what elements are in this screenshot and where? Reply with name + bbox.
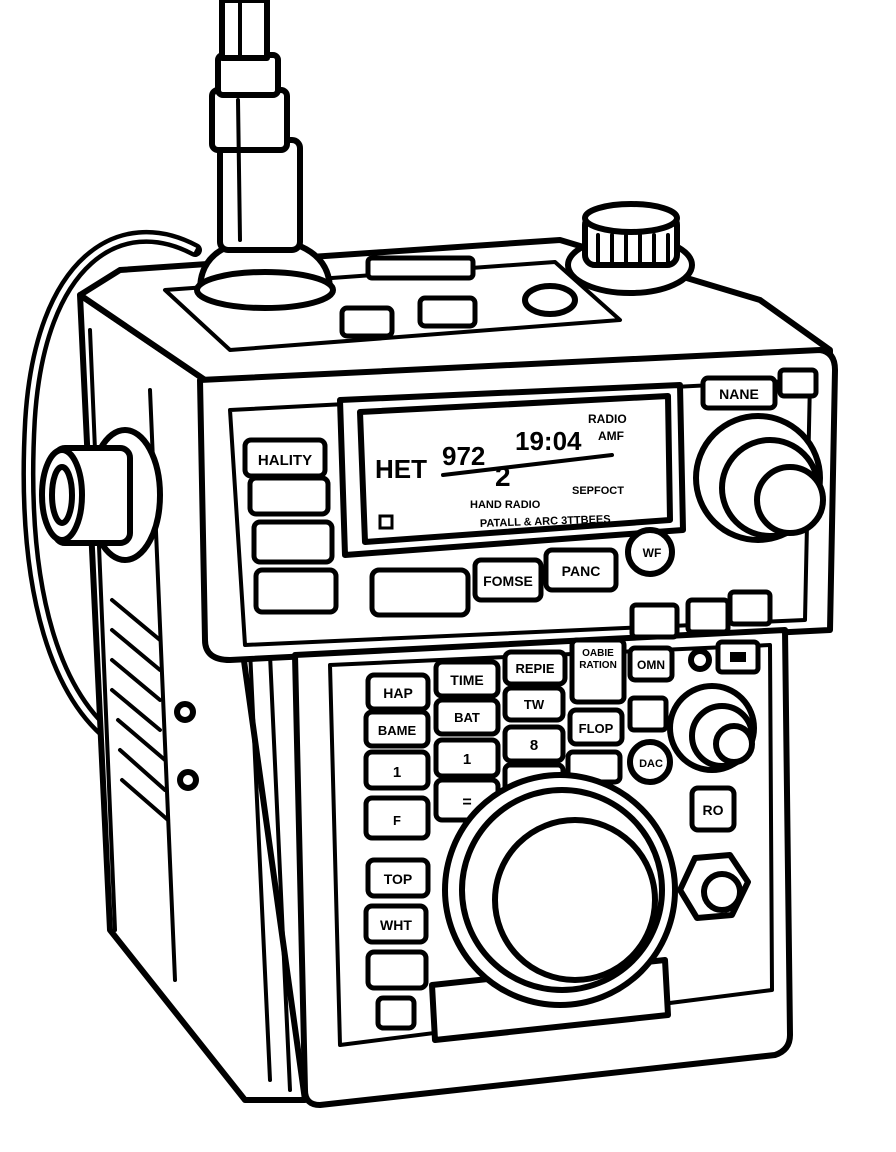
top-button[interactable]	[417, 295, 478, 329]
key-label: BAT	[454, 710, 480, 725]
key-label: TOP	[384, 871, 413, 887]
display-mode-sub: AMF	[598, 429, 624, 443]
display-indicator	[378, 514, 394, 530]
key-f[interactable]	[363, 795, 431, 841]
wf-button[interactable]	[625, 527, 675, 577]
side-knob[interactable]	[39, 427, 163, 563]
top-volume-knob[interactable]	[565, 201, 695, 296]
blank-key[interactable]	[365, 949, 429, 991]
key-label: TIME	[450, 672, 483, 688]
display-channel: 2	[495, 461, 511, 492]
display-frequency: 972	[442, 441, 485, 471]
key-label: 8	[530, 737, 538, 754]
key-label: F	[393, 813, 401, 828]
display-line1-left: HAND RADIO	[470, 499, 541, 511]
key-tw[interactable]	[502, 685, 566, 723]
key-1[interactable]	[363, 749, 431, 791]
key-time[interactable]	[433, 659, 501, 699]
hality-label: HALITY	[258, 452, 312, 469]
display-band: RADIO	[588, 412, 627, 426]
key-label-line: OABIE	[582, 648, 614, 659]
key-label: BAME	[378, 723, 417, 738]
key-bat[interactable]	[433, 697, 501, 737]
key-omn[interactable]	[627, 645, 675, 683]
ro-button[interactable]	[689, 785, 737, 833]
key-label: FLOP	[579, 721, 614, 736]
key-oabie-ration[interactable]	[569, 637, 627, 705]
key-flop[interactable]	[567, 707, 625, 747]
top-small-knob[interactable]	[522, 283, 578, 317]
squelch-knob[interactable]	[667, 683, 757, 773]
fomse-button[interactable]	[472, 557, 544, 603]
function-button[interactable]	[253, 567, 339, 615]
small-button[interactable]	[777, 367, 819, 399]
dac-label: DAC	[639, 758, 663, 770]
key-bame[interactable]	[363, 709, 431, 749]
ro-label: RO	[703, 802, 724, 818]
key-label: WHT	[380, 917, 412, 933]
nane-label: NANE	[719, 386, 759, 402]
wf-label: WF	[643, 546, 662, 560]
main-dial[interactable]	[429, 772, 678, 1043]
key-hap[interactable]	[365, 672, 431, 712]
key-8[interactable]	[502, 724, 566, 764]
blank-key[interactable]	[627, 695, 669, 733]
small-button[interactable]	[629, 602, 680, 640]
key-label: =	[462, 794, 471, 811]
panc-label: PANC	[562, 563, 601, 579]
key-label: TW	[524, 697, 545, 712]
antenna	[194, 0, 336, 311]
battery-icon	[730, 652, 746, 662]
panc-button[interactable]	[543, 547, 619, 593]
function-button[interactable]	[247, 475, 331, 517]
key-label: 1	[393, 764, 401, 781]
key-label: REPIE	[515, 661, 554, 676]
display-time: 19:04	[515, 426, 582, 456]
indicator-led	[688, 648, 712, 672]
key-1b[interactable]	[433, 737, 501, 779]
key-label-line: RATION	[579, 660, 617, 671]
key-label: OMN	[637, 658, 665, 672]
top-key[interactable]	[365, 857, 431, 899]
key-label: 1	[463, 751, 471, 768]
small-button[interactable]	[727, 589, 773, 627]
key-label: HAP	[383, 685, 413, 701]
display-line1-right: SEPFOCT	[572, 485, 624, 497]
nane-button[interactable]	[700, 375, 778, 411]
blank-key[interactable]	[375, 995, 417, 1031]
display-line2: PATALL & ARC 3TTBEES	[480, 513, 611, 530]
display-screen: HET 972 19:04 RADIO AMF 2 HAND RADIO SEP…	[337, 382, 686, 558]
display-mode: HET	[375, 454, 427, 484]
key-repie[interactable]	[502, 649, 568, 687]
fomse-label: FOMSE	[483, 573, 533, 589]
dac-button[interactable]	[627, 739, 673, 785]
hex-connector	[677, 852, 751, 921]
tuning-knob[interactable]	[693, 413, 826, 543]
top-slider-switch[interactable]	[365, 255, 476, 281]
top-button[interactable]	[339, 305, 395, 339]
wht-key[interactable]	[363, 903, 429, 945]
function-button[interactable]	[251, 519, 335, 565]
side-screw	[174, 701, 196, 723]
side-screw	[177, 769, 199, 791]
small-button[interactable]	[685, 597, 731, 635]
blank-button[interactable]	[369, 567, 471, 618]
